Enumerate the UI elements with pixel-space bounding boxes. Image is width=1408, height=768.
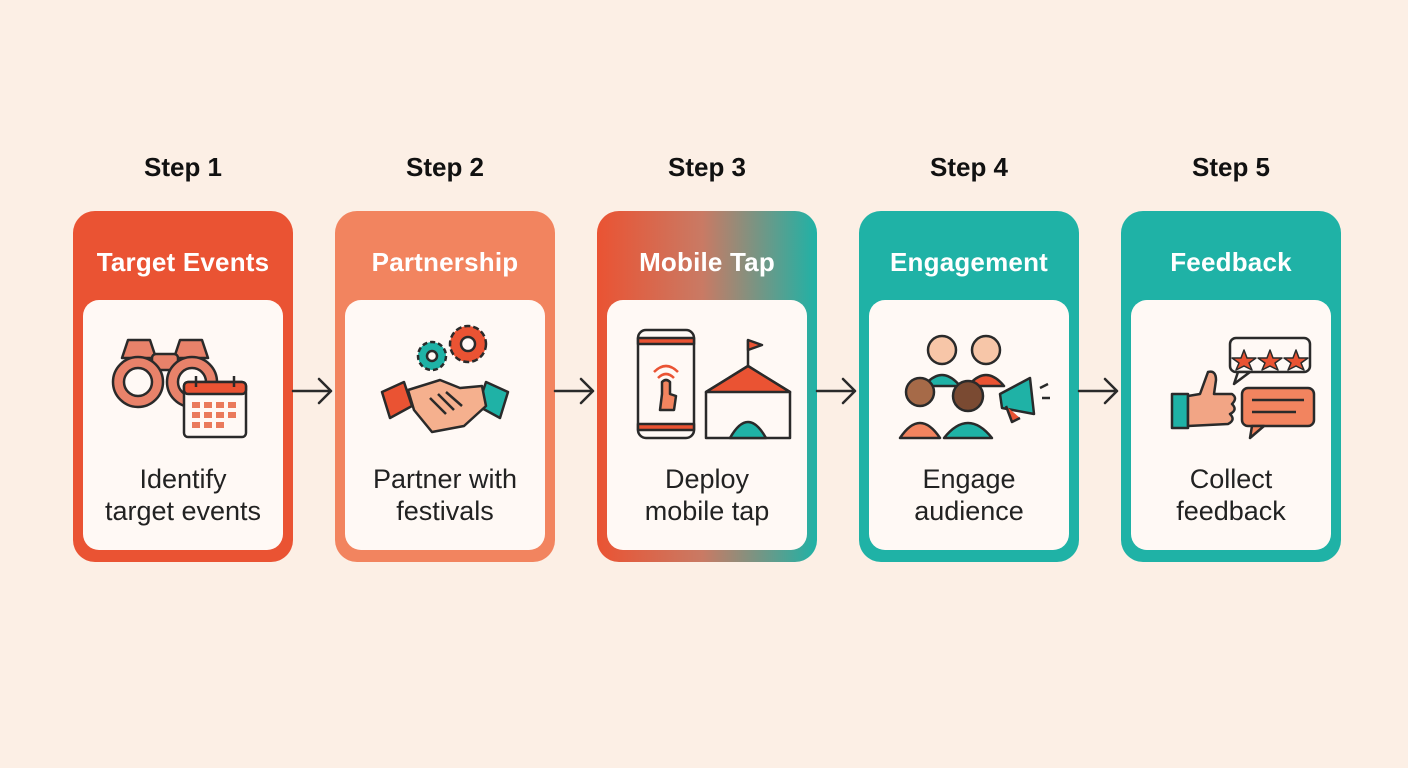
step-3-label: Step 3: [667, 152, 747, 182]
step-3-description: Deploy mobile tap: [607, 463, 807, 527]
step-1-card: Target Events Identify: [73, 211, 293, 562]
step-1-label: Step 1: [143, 152, 223, 182]
step-4-label: Step 4: [929, 152, 1009, 182]
step-5-content: Collect feedback: [1131, 300, 1331, 550]
step-5-card: Feedback Collect feedback: [1121, 211, 1341, 562]
arrow-right-icon: [1077, 377, 1119, 405]
step-1-content: Identify target events: [83, 300, 283, 550]
step-5-description: Collect feedback: [1131, 463, 1331, 527]
binoculars-calendar-icon: [111, 338, 248, 439]
thumbs-up-rating-icon: [1170, 336, 1316, 440]
step-2-label: Step 2: [405, 152, 485, 182]
step-1-description-line-2: target events: [104, 496, 262, 526]
people-megaphone-icon: [898, 334, 1050, 440]
step-3-card: Mobile Tap Deploy mobile tap: [597, 211, 817, 562]
arrow-right-icon: [553, 377, 595, 405]
step-5-label: Step 5: [1191, 152, 1271, 182]
step-2-description-line-1: Partner with: [372, 464, 518, 494]
arrow-right-icon: [291, 377, 333, 405]
step-4-description: Engage audience: [869, 463, 1069, 527]
step-3-description-line-2: mobile tap: [644, 496, 770, 526]
step-5-title: Feedback: [1170, 247, 1292, 277]
handshake-gears-icon: [380, 324, 510, 434]
step-4-description-line-1: Engage: [922, 464, 1016, 494]
step-5-description-line-2: feedback: [1176, 496, 1286, 526]
step-2-description: Partner with festivals: [345, 463, 545, 527]
phone-tap-tent-icon: [636, 328, 792, 440]
step-1-description: Identify target events: [83, 463, 283, 527]
step-3-content: Deploy mobile tap: [607, 300, 807, 550]
step-3-title: Mobile Tap: [639, 247, 775, 277]
step-4-card: Engagement Engage audience: [859, 211, 1079, 562]
step-3-description-line-1: Deploy: [664, 464, 750, 494]
step-1-title: Target Events: [96, 247, 270, 277]
step-4-description-line-2: audience: [914, 496, 1024, 526]
step-2-title: Partnership: [371, 247, 519, 277]
arrow-right-icon: [815, 377, 857, 405]
step-2-description-line-2: festivals: [396, 496, 494, 526]
step-5-description-line-1: Collect: [1189, 464, 1273, 494]
step-1-description-line-1: Identify: [139, 464, 227, 494]
step-2-content: Partner with festivals: [345, 300, 545, 550]
step-4-title: Engagement: [889, 247, 1049, 277]
step-4-content: Engage audience: [869, 300, 1069, 550]
step-2-card: Partnership Partner with festivals: [335, 211, 555, 562]
